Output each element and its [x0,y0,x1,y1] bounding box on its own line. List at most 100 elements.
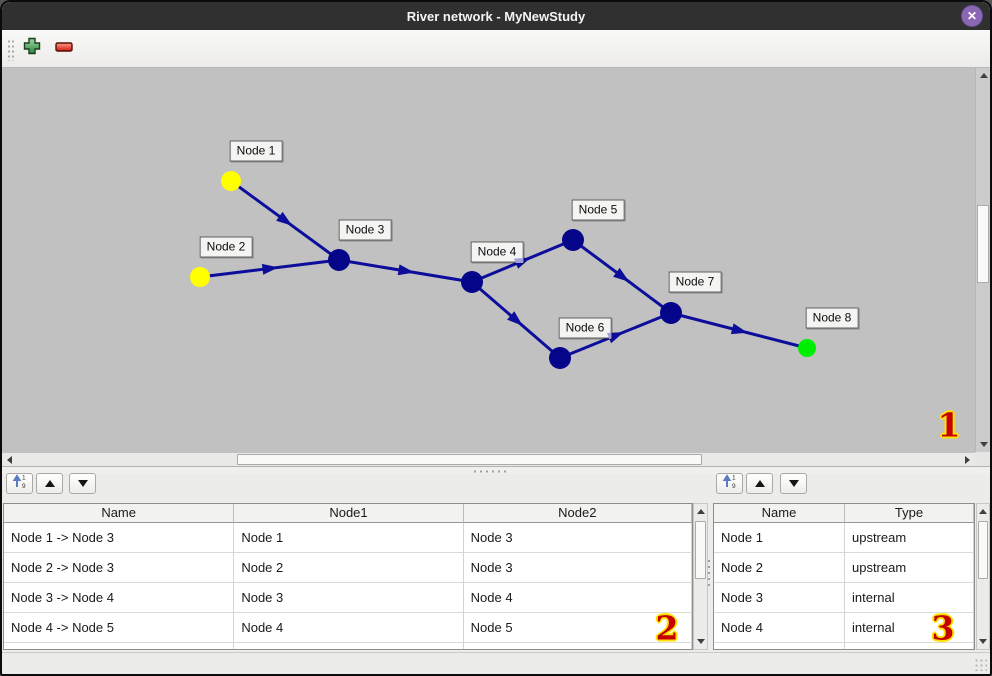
canvas-horizontal-scrollbar[interactable] [2,452,975,466]
panel-splitter-vertical[interactable] [707,558,711,590]
links-table-scrollbar[interactable] [693,503,708,650]
canvas-vertical-scrollbar[interactable] [975,68,990,452]
table-cell[interactable]: upstream [844,523,974,553]
canvas-vscroll-thumb[interactable] [977,205,989,283]
network-canvas[interactable]: Node 1 Node 2 Node 3 Node 4 Node 5 Node 6 Node… [2,68,975,452]
table-cell[interactable]: Node 1 -> Node 3 [4,523,235,553]
table-cell[interactable]: Node 4 [463,583,692,613]
scroll-right-icon[interactable] [965,456,970,464]
node-circle-node-8[interactable] [798,339,816,357]
nodes-move-down-button[interactable] [780,473,807,494]
add-button[interactable] [21,37,43,59]
scroll-up-icon[interactable] [979,509,987,514]
annotation-3: 3 [931,608,955,648]
table-cell[interactable]: Node 3 -> Node 4 [4,583,235,613]
node-circle-node-5[interactable] [562,229,584,251]
table-cell[interactable]: Node 3 [234,583,464,613]
nodes-scroll-thumb[interactable] [978,521,988,579]
table-cell[interactable]: Node 4 [234,613,464,643]
node-label-node-5[interactable]: Node 5 [571,199,625,221]
window-title: River network - MyNewStudy [406,8,586,24]
sort-1-9-icon: 1 9 [721,473,739,494]
table-cell[interactable]: upstream [844,553,974,583]
close-icon: ✕ [966,9,978,23]
main-toolbar [2,30,990,68]
table-cell[interactable]: Node 2 [234,553,464,583]
table-cell[interactable] [463,643,692,649]
table-cell[interactable] [714,643,845,649]
svg-text:9: 9 [22,483,26,489]
node-label-node-8[interactable]: Node 8 [805,307,859,329]
table-cell[interactable]: Node 4 -> Node 5 [4,613,235,643]
table-row[interactable] [4,643,692,649]
edge-arrow-icon [507,311,523,326]
scroll-left-icon[interactable] [7,456,12,464]
links-sort-button[interactable]: 1 9 [6,473,33,494]
scroll-down-icon[interactable] [697,639,705,644]
table-row[interactable] [714,643,974,649]
panel-splitter-horizontal[interactable] [2,466,990,474]
column-header-name[interactable]: Name [714,504,845,523]
table-cell[interactable]: Node 2 [714,553,845,583]
column-header-type[interactable]: Type [845,504,974,523]
node-label-node-1[interactable]: Node 1 [229,140,283,162]
node-circle-node-2[interactable] [190,267,210,287]
links-move-up-button[interactable] [36,473,63,494]
scroll-down-icon[interactable] [979,639,987,644]
titlebar[interactable]: River network - MyNewStudy ✕ [2,2,990,30]
table-cell[interactable]: Node 1 [714,523,845,553]
table-cell[interactable]: internal [844,613,974,643]
column-header-name[interactable]: Name [4,504,235,523]
table-cell[interactable]: Node 4 [714,613,845,643]
links-move-down-button[interactable] [69,473,96,494]
table-cell[interactable]: Node 3 [714,583,845,613]
close-button[interactable]: ✕ [961,5,983,27]
node-circle-node-3[interactable] [328,249,350,271]
table-cell[interactable] [4,643,235,649]
canvas-hscroll-thumb[interactable] [237,454,702,465]
node-label-node-4[interactable]: Node 4 [470,241,524,263]
node-label-node-3[interactable]: Node 3 [338,219,392,241]
svg-text:9: 9 [732,483,736,489]
node-circle-node-7[interactable] [660,302,682,324]
node-label-node-6[interactable]: Node 6 [558,317,612,339]
table-cell[interactable]: Node 2 -> Node 3 [4,553,235,583]
column-header-node2[interactable]: Node2 [463,504,692,523]
scroll-up-icon[interactable] [697,509,705,514]
table-cell[interactable] [234,643,464,649]
nodes-table-scrollbar[interactable] [976,503,990,650]
links-scroll-thumb[interactable] [695,521,706,579]
nodes-move-up-button[interactable] [746,473,773,494]
scroll-down-icon[interactable] [980,442,988,447]
up-arrow-icon [754,480,765,487]
node-label-node-2[interactable]: Node 2 [199,236,253,258]
node-label-node-7[interactable]: Node 7 [668,271,722,293]
remove-button[interactable] [53,37,75,59]
table-cell[interactable] [844,643,974,649]
table-cell[interactable]: Node 3 [463,553,692,583]
node-circle-node-4[interactable] [461,271,483,293]
table-cell[interactable]: Node 1 [234,523,464,553]
minus-icon [55,39,73,57]
table-cell[interactable]: internal [844,583,974,613]
scroll-up-icon[interactable] [980,73,988,78]
resize-grip[interactable] [974,658,987,671]
column-header-node1[interactable]: Node1 [234,504,464,523]
table-cell[interactable]: Node 3 [463,523,692,553]
nodes-sort-button[interactable]: 1 9 [716,473,743,494]
node-circle-node-6[interactable] [549,347,571,369]
node-circle-node-1[interactable] [221,171,241,191]
table-cell[interactable]: Node 5 [463,613,692,643]
toolbar-grip[interactable] [7,39,15,61]
